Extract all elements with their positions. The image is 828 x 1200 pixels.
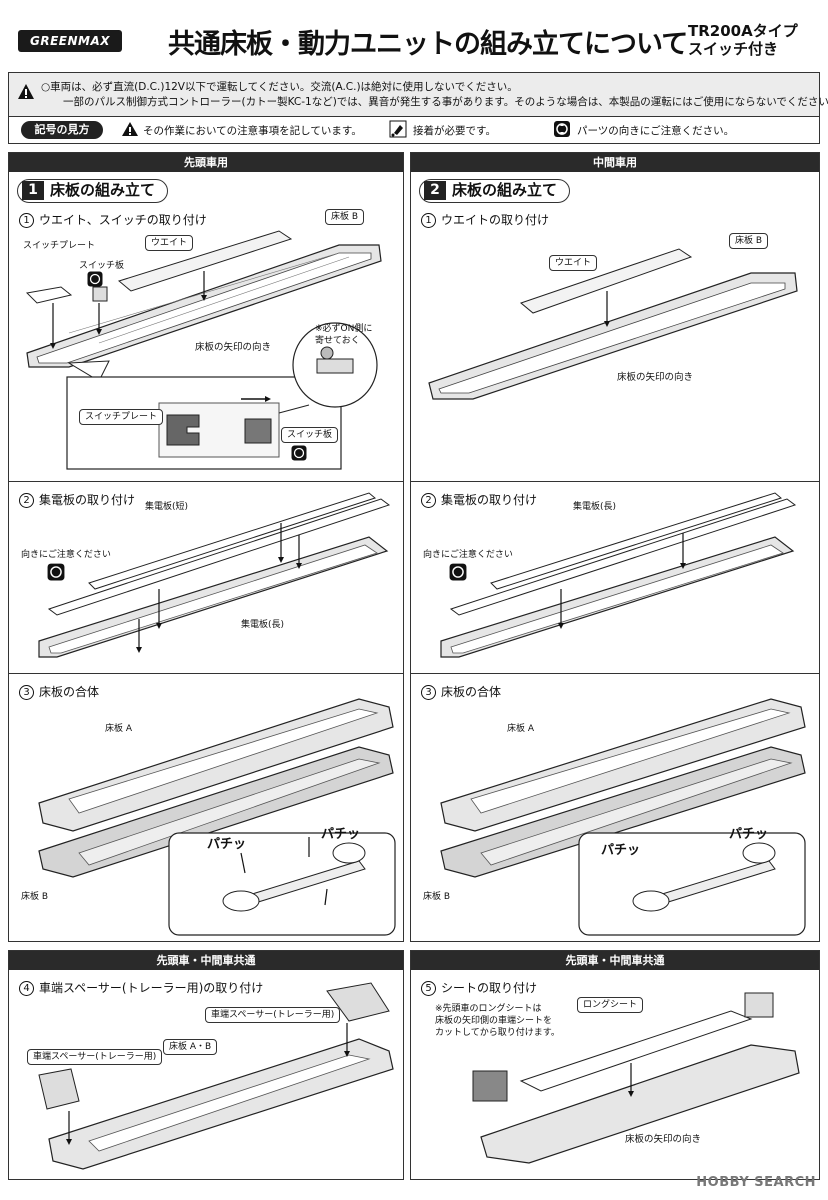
type-label: TR200Aタイプ スイッチ付き <box>688 22 798 58</box>
step-title-text: 車端スペーサー(トレーラー用)の取り付け <box>39 981 264 995</box>
label-long-seat: ロングシート <box>577 997 644 1013</box>
label-spacer-left: 車端スペーサー(トレーラー用) <box>27 1049 163 1065</box>
detail-label-switch-board: スイッチ板 <box>281 427 339 443</box>
note-on-side: ※必ずON側に 寄せておく <box>315 324 373 346</box>
label-floor-b: 床板 B <box>325 209 365 225</box>
label-floor-ab: 床板 A・B <box>163 1039 218 1055</box>
legend-warning-text: その作業においての注意事項を記しています。 <box>143 125 362 137</box>
label-orient-notice: 向きにご注意ください <box>423 550 513 560</box>
label-orient-notice: 向きにご注意ください <box>21 550 111 560</box>
step-title-text: 床板の合体 <box>39 685 100 699</box>
notice-line-1: ○車両は、必ず直流(D.C.)12V以下で運転してください。交流(A.C.)は絶… <box>41 81 518 93</box>
section-title: 1 床板の組み立て <box>17 179 169 203</box>
warning-icon <box>18 84 34 99</box>
step-title-text: ウエイト、スイッチの取り付け <box>39 213 207 227</box>
label-snap-1: パチッ <box>601 843 641 858</box>
notice-line-2: 一部のパルス制御方式コントローラー(カトー製KC-1など)では、異音が発生する事… <box>63 96 828 108</box>
brand-logo: GREENMAX <box>18 30 122 52</box>
label-arrow-direction: 床板の矢印の向き <box>617 372 694 383</box>
label-arrow-direction: 床板の矢印の向き <box>195 342 272 353</box>
legend-orient-text: パーツの向きにご注意ください。 <box>577 125 735 137</box>
spacer-drawing <box>38 982 394 1170</box>
floor-plate-drawing <box>25 230 396 936</box>
panel-header: 先頭車・中間車共通 <box>9 951 403 970</box>
panel-header: 先頭車用 <box>9 153 403 172</box>
label-weight: ウエイト <box>549 255 598 271</box>
legend-key-badge: 記号の見方 <box>21 121 103 139</box>
label-snap-1: パチッ <box>207 837 247 852</box>
step-divider <box>411 673 819 674</box>
watermark: HOBBY SEARCH <box>696 1175 816 1190</box>
label-switch-board: スイッチ板 <box>79 261 125 271</box>
panel-header: 先頭車・中間車共通 <box>411 951 819 970</box>
label-switch-plate: スイッチプレート <box>23 241 96 251</box>
label-arrow-direction: 床板の矢印の向き <box>625 1134 702 1145</box>
section-title-text: 床板の組み立て <box>452 181 558 199</box>
label-weight: ウエイト <box>145 235 194 251</box>
section-number: 2 <box>424 181 446 200</box>
label-floor-b: 床板 B <box>423 892 451 902</box>
orientation-icon <box>47 563 65 581</box>
legend-glue-text: 接着が必要です。 <box>413 125 496 137</box>
label-collector-long: 集電板(長) <box>241 620 285 630</box>
detail-label-switch-plate: スイッチプレート <box>79 409 164 425</box>
step-title-text: ウエイトの取り付け <box>441 213 550 227</box>
step-title-text: シートの取り付け <box>441 981 538 995</box>
label-spacer-top: 車端スペーサー(トレーラー用) <box>205 1007 341 1023</box>
label-collector-long: 集電板(長) <box>573 502 617 512</box>
step-divider <box>9 481 403 482</box>
step-title-text: 床板の合体 <box>441 685 502 699</box>
orientation-icon <box>554 121 570 137</box>
page-header: GREENMAX 共通床板・動力ユニットの組み立てについて TR200Aタイプ … <box>8 8 820 68</box>
label-floor-b: 床板 B <box>729 233 769 249</box>
notice-box: ○車両は、必ず直流(D.C.)12V以下で運転してください。交流(A.C.)は絶… <box>8 72 828 144</box>
label-snap-2: パチッ <box>321 827 361 842</box>
step-title-text: 集電板の取り付け <box>39 493 136 507</box>
section-number: 1 <box>22 181 44 200</box>
seat-drawing <box>472 992 800 1164</box>
orientation-icon <box>449 563 467 581</box>
orientation-icon <box>291 445 307 461</box>
label-floor-b: 床板 B <box>21 892 49 902</box>
type-label-line2: スイッチ付き <box>688 40 779 58</box>
step-divider <box>411 481 819 482</box>
label-snap-2: パチッ <box>729 827 769 842</box>
glue-icon <box>389 120 407 138</box>
step-title-text: 集電板の取り付け <box>441 493 538 507</box>
orientation-icon <box>87 271 103 287</box>
section-title-text: 床板の組み立て <box>50 181 156 199</box>
type-label-line1: TR200Aタイプ <box>688 22 798 40</box>
warning-icon <box>122 122 138 136</box>
note-long-seat: ※先頭車のロングシートは 床板の矢印側の車端シートを カットしてから取り付けます… <box>435 1004 560 1038</box>
page-title: 共通床板・動力ユニットの組み立てについて <box>168 29 688 60</box>
label-collector-short: 集電板(短) <box>145 502 189 512</box>
label-floor-a: 床板 A <box>507 724 535 734</box>
label-floor-a: 床板 A <box>105 724 133 734</box>
floor-plate-drawing <box>428 248 806 936</box>
section-title: 2 床板の組み立て <box>419 179 571 203</box>
panel-header: 中間車用 <box>411 153 819 172</box>
symbol-legend: 記号の見方 その作業においての注意事項を記しています。 接着が必要です。 パーツ… <box>9 116 819 143</box>
step-divider <box>9 673 403 674</box>
